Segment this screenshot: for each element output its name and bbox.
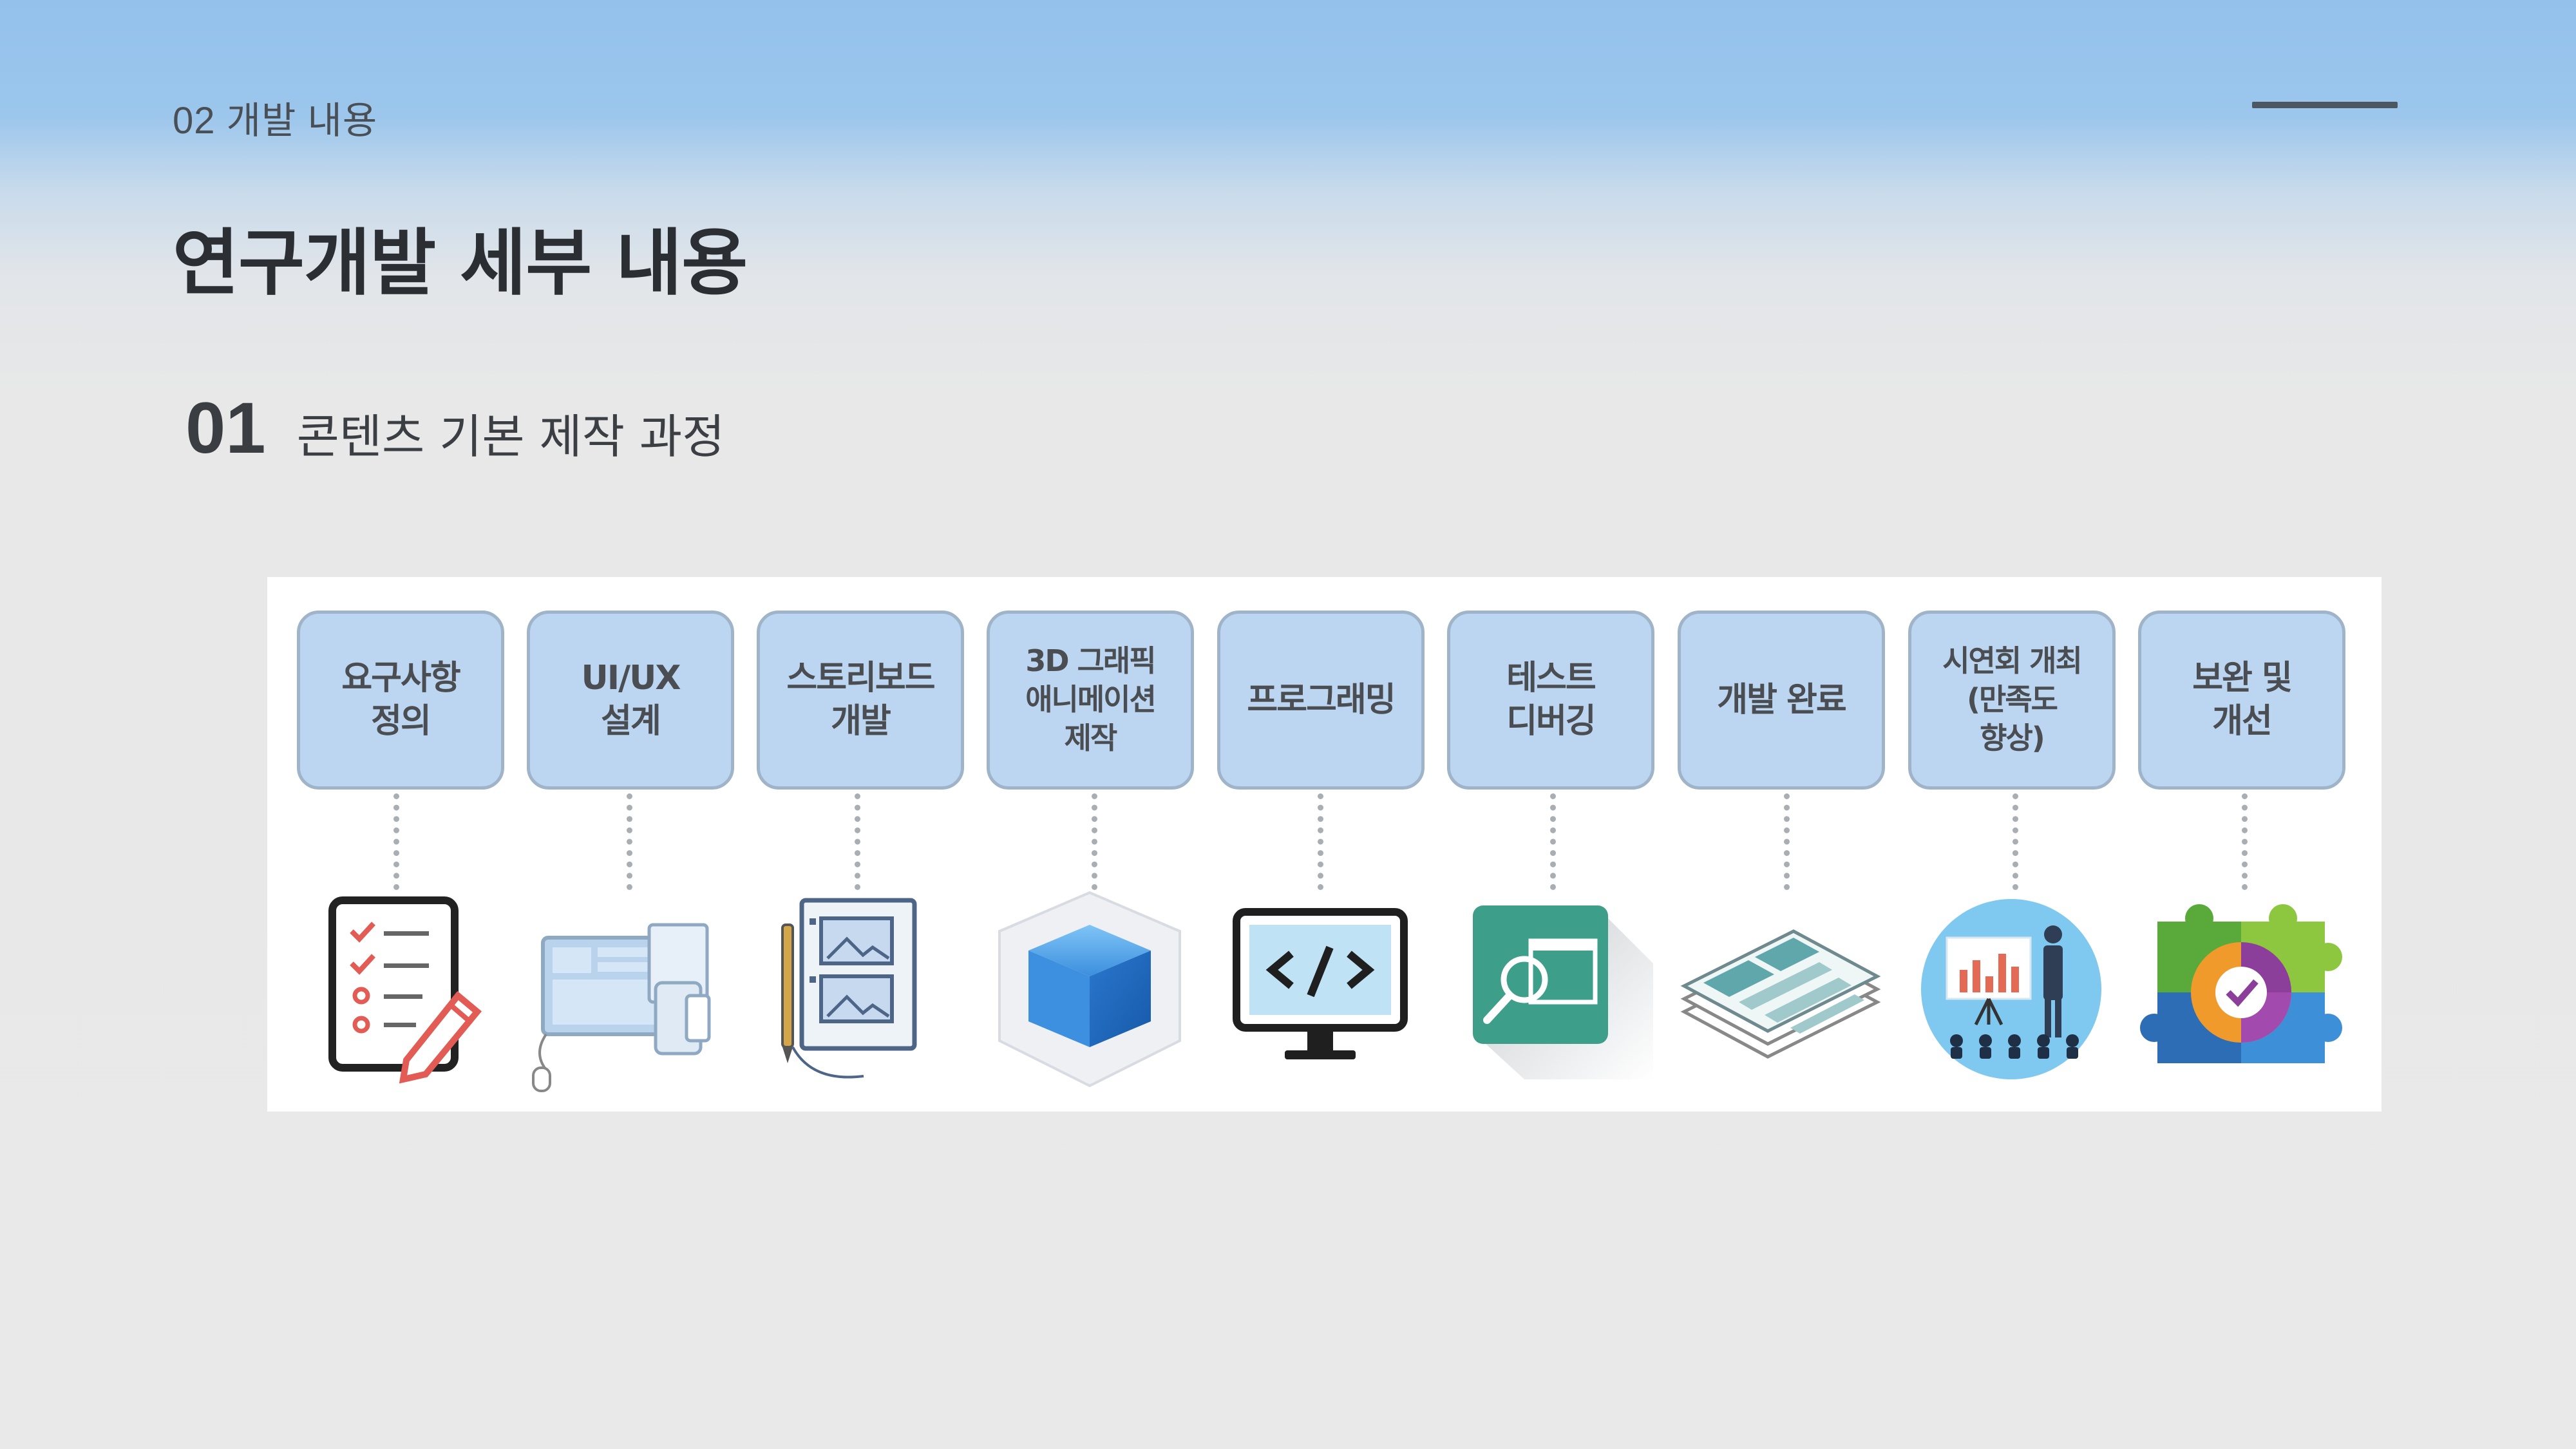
step-label: 개발 완료 <box>1717 680 1846 719</box>
documents-stack-icon <box>1678 886 1884 1092</box>
step-box-complete: 개발 완료 <box>1678 611 1885 790</box>
page-title: 연구개발 세부 내용 <box>173 222 748 305</box>
code-monitor-icon <box>1217 886 1423 1092</box>
step-box-demonstration: 시연회 개최 (만족도 향상) <box>1908 611 2116 790</box>
step-label: 보완 및 개선 <box>2192 659 2293 741</box>
step-box-3d-animation: 3D 그래픽 애니메이션 제작 <box>987 611 1194 790</box>
test-search-icon <box>1447 886 1653 1092</box>
step-label: 요구사항 정의 <box>341 659 460 741</box>
step-box-ui-ux: UI/UX 설계 <box>527 611 734 790</box>
puzzle-improve-icon <box>2138 886 2344 1092</box>
step-box-improvement: 보완 및 개선 <box>2138 611 2345 790</box>
step-label: 프로그래밍 <box>1247 680 1396 719</box>
subsection-title: 콘텐츠 기본 제작 과정 <box>296 410 725 464</box>
step-connector <box>627 793 632 890</box>
step-connector <box>393 793 399 890</box>
step-label: 시연회 개최 (만족도 향상) <box>1942 643 2083 755</box>
step-label: 테스트 디버깅 <box>1506 659 1596 741</box>
process-diagram: 요구사항 정의 UI/UX 설계 <box>267 577 2382 1112</box>
step-connector <box>2012 793 2018 890</box>
step-box-requirements: 요구사항 정의 <box>297 611 504 790</box>
step-connector <box>2242 793 2248 890</box>
header-accent-line <box>2252 102 2398 108</box>
step-connector <box>1550 793 1556 890</box>
subsection-heading: 01 콘텐츠 기본 제작 과정 <box>185 386 724 469</box>
step-connector <box>1318 793 1323 890</box>
step-connector <box>1784 793 1790 890</box>
3d-cube-icon <box>987 886 1193 1092</box>
section-label: 02 개발 내용 <box>173 100 378 142</box>
step-box-programming: 프로그래밍 <box>1217 611 1425 790</box>
step-box-storyboard: 스토리보드 개발 <box>757 611 964 790</box>
step-connector <box>1092 793 1097 890</box>
step-box-test-debug: 테스트 디버깅 <box>1447 611 1654 790</box>
step-connector <box>855 793 860 890</box>
presentation-icon <box>1908 886 2114 1092</box>
devices-layout-icon <box>527 886 733 1092</box>
checklist-icon <box>297 886 503 1092</box>
step-label: UI/UX 설계 <box>581 659 681 741</box>
storyboard-icon <box>757 886 963 1092</box>
step-label: 스토리보드 개발 <box>786 659 935 741</box>
subsection-number: 01 <box>185 388 266 468</box>
step-label: 3D 그래픽 애니메이션 제작 <box>1025 643 1157 755</box>
